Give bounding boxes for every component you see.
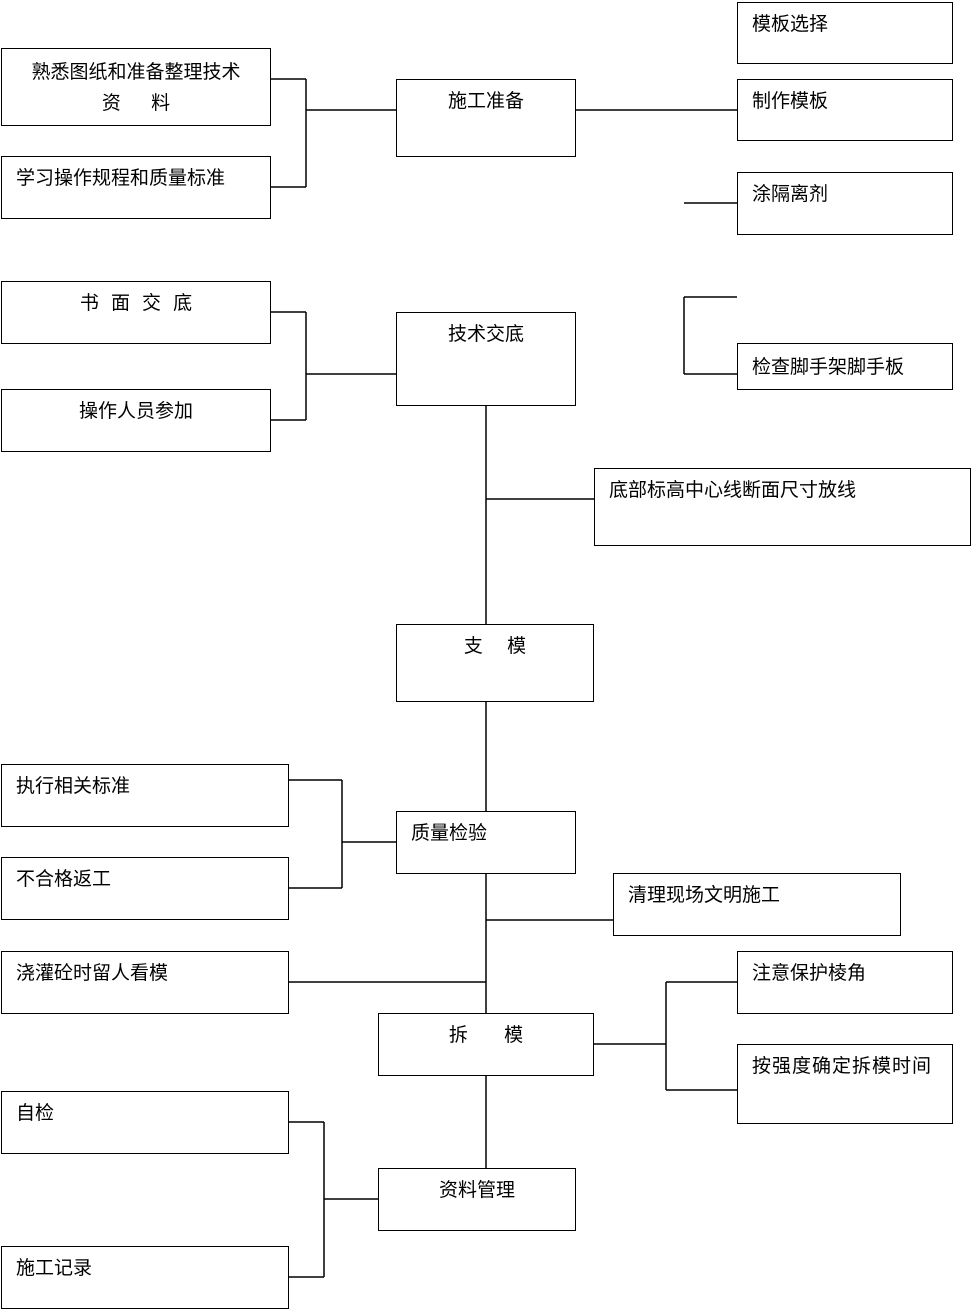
node-follow-standards: 执行相关标准 bbox=[1, 764, 289, 827]
node-written-briefing: 书 面 交 底 bbox=[1, 281, 271, 344]
node-watch-during-pour: 浇灌砼时留人看模 bbox=[1, 951, 289, 1014]
node-apply-release-agent: 涂隔离剂 bbox=[737, 172, 953, 235]
node-quality-inspection: 质量检验 bbox=[396, 811, 576, 874]
node-self-check: 自检 bbox=[1, 1091, 289, 1154]
node-protect-edges: 注意保护棱角 bbox=[737, 951, 953, 1014]
node-formwork-support: 支 模 bbox=[396, 624, 594, 702]
node-clean-site: 清理现场文明施工 bbox=[613, 873, 901, 936]
node-construction-prep: 施工准备 bbox=[396, 79, 576, 157]
node-document-management: 资料管理 bbox=[378, 1168, 576, 1231]
node-study-rules: 学习操作规程和质量标准 bbox=[1, 156, 271, 219]
node-template-select: 模板选择 bbox=[737, 2, 953, 64]
node-tech-briefing: 技术交底 bbox=[396, 312, 576, 406]
node-rework-nonconforming: 不合格返工 bbox=[1, 857, 289, 920]
node-layout-lines: 底部标高中心线断面尺寸放线 bbox=[594, 468, 971, 546]
node-construction-records: 施工记录 bbox=[1, 1246, 289, 1309]
node-operators-attend: 操作人员参加 bbox=[1, 389, 271, 452]
node-formwork-removal: 拆 模 bbox=[378, 1013, 594, 1076]
node-removal-time-by-strength: 按强度确定拆模时间 bbox=[737, 1044, 953, 1124]
node-familiarize-drawings: 熟悉图纸和准备整理技术 资 料 bbox=[1, 48, 271, 126]
node-make-template: 制作模板 bbox=[737, 79, 953, 141]
node-check-scaffold: 检查脚手架脚手板 bbox=[737, 343, 953, 390]
